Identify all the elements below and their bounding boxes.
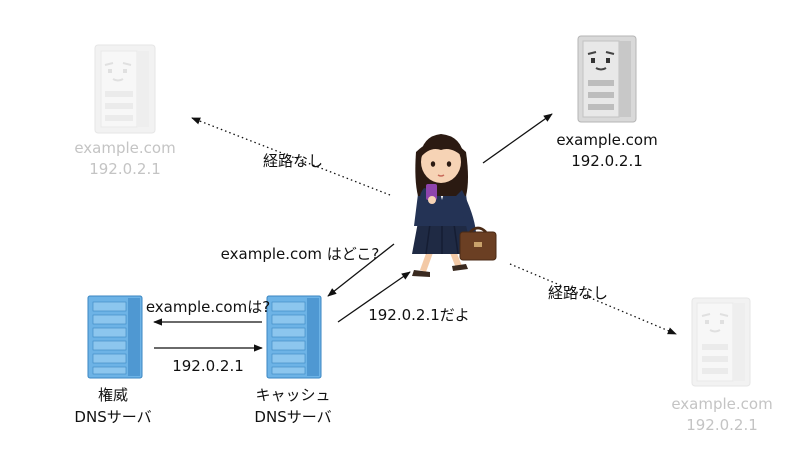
arrow-query-to-authoritative: example.comは? xyxy=(146,298,270,326)
arrow-label: 経路なし xyxy=(263,152,323,170)
server-name: example.com xyxy=(556,131,657,149)
arrow-no-route-right: 経路なし xyxy=(509,263,677,335)
school-bag-icon xyxy=(459,226,497,261)
arrow-response-to-user: 192.0.2.1だよ xyxy=(337,271,470,324)
server-label-line1: キャッシュ xyxy=(255,386,330,404)
server-name: example.com xyxy=(74,139,175,157)
server-label-line2: DNSサーバ xyxy=(74,408,151,426)
server-ip: 192.0.2.1 xyxy=(89,160,161,178)
authoritative-dns-server: 権威 DNSサーバ xyxy=(74,295,152,426)
server-label-line1: 権威 xyxy=(98,386,128,404)
server-gray-icon xyxy=(577,35,637,123)
cache-dns-server: キャッシュ DNSサーバ xyxy=(254,295,332,426)
server-name: example.com xyxy=(671,395,772,413)
arrow-label: 経路なし xyxy=(548,284,608,302)
schoolgirl-with-phone-icon xyxy=(412,134,497,277)
server-faded-icon xyxy=(94,44,156,134)
server-ip: 192.0.2.1 xyxy=(571,152,643,170)
server-faded-icon xyxy=(691,297,751,387)
arrow-to-top-right-server xyxy=(482,113,553,164)
server-blue-icon xyxy=(266,295,322,379)
server-blue-icon xyxy=(87,295,143,379)
arrow-response-to-cache: 192.0.2.1 xyxy=(154,344,263,375)
arrow-label: example.com はどこ? xyxy=(221,245,380,263)
server-ip: 192.0.2.1 xyxy=(686,416,758,434)
server-top-right: example.com 192.0.2.1 xyxy=(556,35,658,170)
arrow-query-to-cache: example.com はどこ? xyxy=(221,243,395,297)
arrow-label: 192.0.2.1だよ xyxy=(368,306,470,324)
server-label-line2: DNSサーバ xyxy=(254,408,331,426)
server-bottom-right: example.com 192.0.2.1 xyxy=(671,297,773,434)
arrow-label: example.comは? xyxy=(146,298,270,316)
server-top-left: example.com 192.0.2.1 xyxy=(74,44,176,178)
arrow-no-route-left: 経路なし xyxy=(191,117,391,196)
arrow-label: 192.0.2.1 xyxy=(172,357,244,375)
